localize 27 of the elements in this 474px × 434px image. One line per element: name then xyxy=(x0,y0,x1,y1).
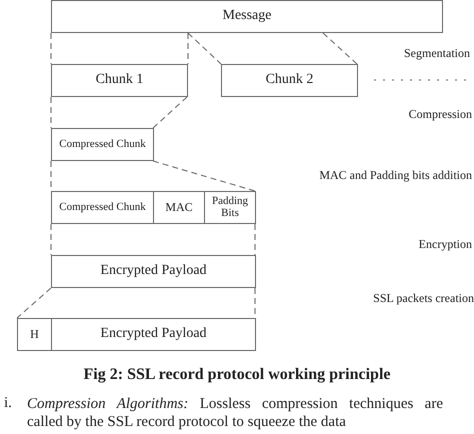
mac-field: MAC xyxy=(153,191,205,224)
encrypted-payload-field: Encrypted Payload xyxy=(51,318,256,351)
step-label: MAC and Padding bits addition xyxy=(319,168,472,183)
figure-caption: Fig 2: SSL record protocol working principle xyxy=(82,366,392,384)
dashed-line xyxy=(322,32,358,64)
compressed-chunk-field: Compressed Chunk xyxy=(51,191,154,224)
step-label: Segmentation xyxy=(404,46,470,61)
dashed-line xyxy=(152,96,188,128)
encrypted-payload-box: Encrypted Payload xyxy=(51,255,256,288)
dashed-line xyxy=(16,288,52,318)
chunk-box: Chunk 1 xyxy=(51,64,188,97)
padding-bits-field: Padding Bits xyxy=(204,191,256,224)
header-field: H xyxy=(17,318,52,351)
step-label: SSL packets creation xyxy=(373,291,474,306)
dashed-line xyxy=(188,32,222,64)
dashed-line xyxy=(50,32,52,64)
step-label: Compression xyxy=(408,107,472,122)
compressed-chunk-box: Compressed Chunk xyxy=(51,128,154,161)
step-label: Encryption xyxy=(418,237,472,252)
dashed-line xyxy=(152,160,256,192)
body-paragraph: Compression Algorithms: Lossless compression techniques are called by the SSL record protocol to squeeze the data xyxy=(27,395,443,431)
dashed-line xyxy=(50,96,52,128)
dashed-line xyxy=(254,224,256,256)
chunk-box: Chunk 2 xyxy=(221,64,358,97)
list-number: i. xyxy=(4,395,12,412)
dashed-line xyxy=(50,224,52,256)
message-box: Message xyxy=(51,0,443,33)
